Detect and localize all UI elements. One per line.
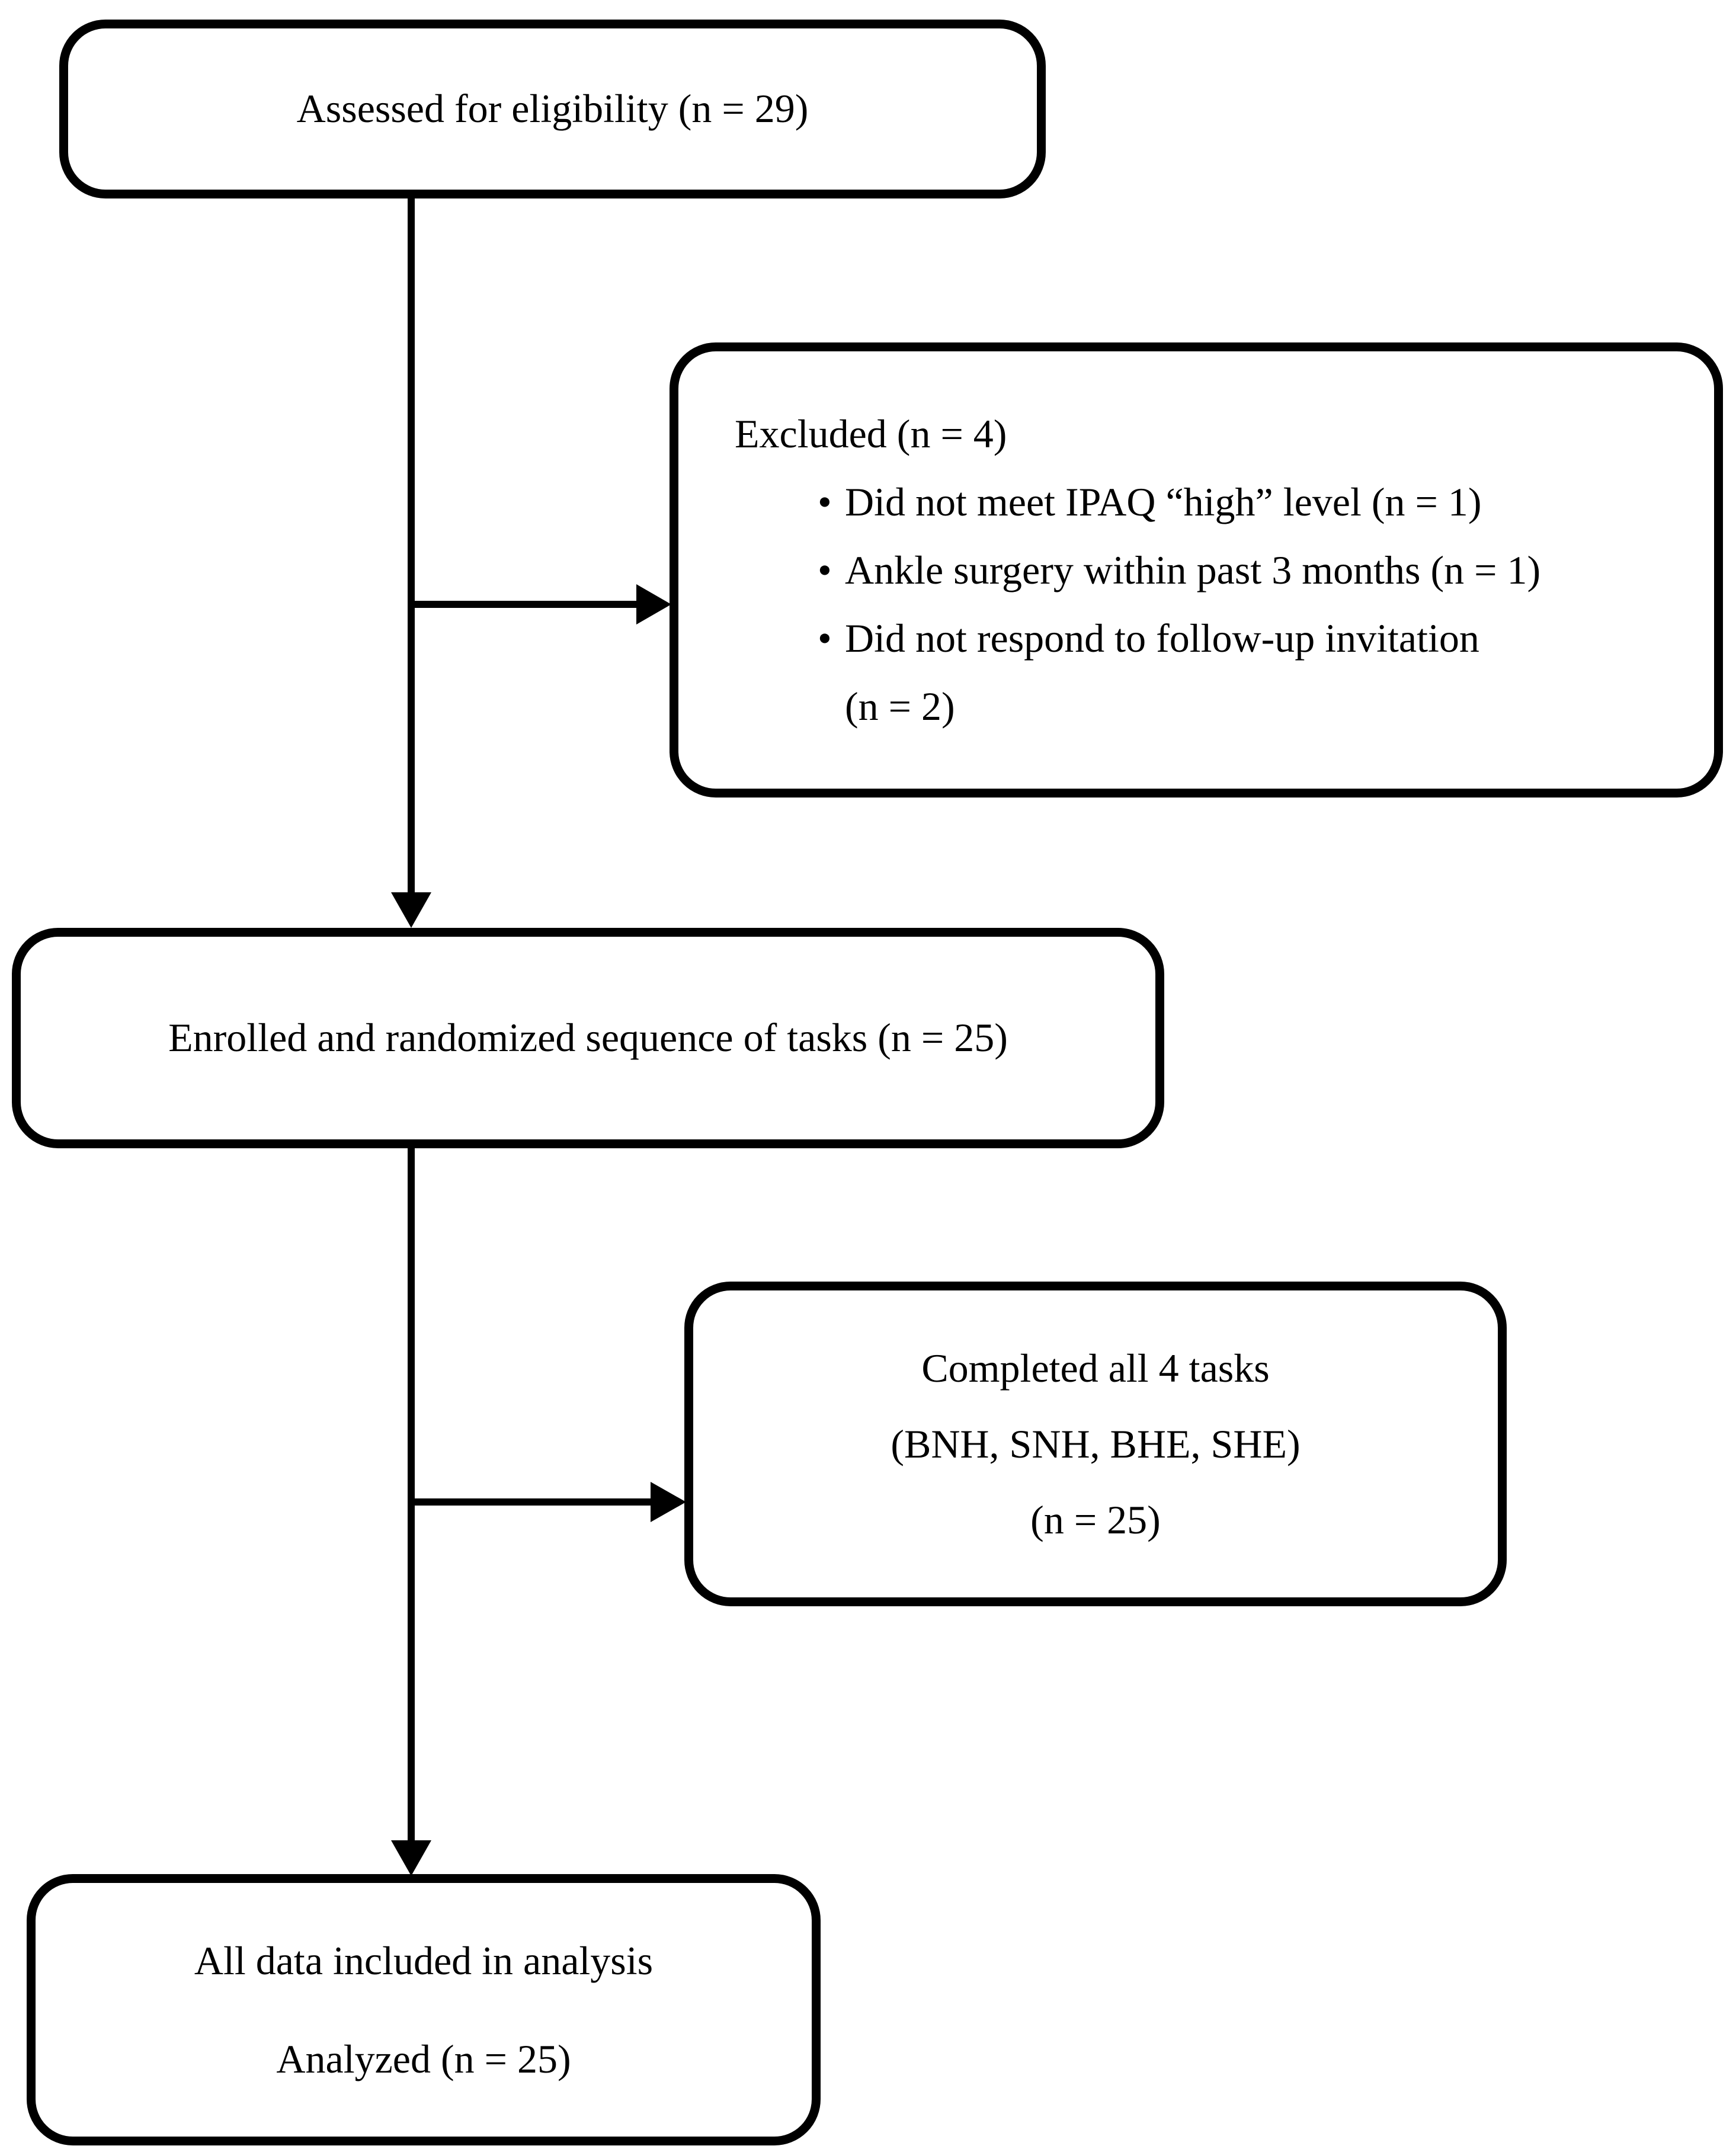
analyzed-line: All data included in analysis [194, 1938, 654, 1983]
excluded-bullet-item: • Ankle surgery within past 3 months (n … [818, 536, 1540, 604]
enrolled-text: Enrolled and randomized sequence of task… [168, 1015, 1008, 1061]
bullet-icon: • [818, 547, 832, 593]
assessed-text: Assessed for eligibility (n = 29) [296, 86, 809, 132]
analyzed-line: Analyzed (n = 25) [276, 2036, 571, 2081]
excluded-bullet-text: Did not respond to follow-up invitation … [845, 615, 1479, 729]
arrowhead-right-excluded [636, 584, 671, 624]
excluded-title: Excluded (n = 4) [735, 411, 1007, 456]
box-analyzed: All data included in analysis Analyzed (… [27, 1874, 821, 2145]
completed-line: (n = 25) [1030, 1497, 1161, 1542]
box-enrolled-randomized: Enrolled and randomized sequence of task… [12, 928, 1164, 1148]
completed-line: Completed all 4 tasks [921, 1346, 1270, 1391]
bullet-icon: • [818, 479, 832, 524]
excluded-bullet-item: • Did not meet IPAQ “high” level (n = 1) [818, 468, 1482, 536]
excluded-bullet-text: Ankle surgery within past 3 months (n = … [845, 547, 1541, 593]
box-excluded: Excluded (n = 4) • Did not meet IPAQ “hi… [670, 342, 1723, 798]
completed-line: (BNH, SNH, BHE, SHE) [891, 1421, 1301, 1466]
excluded-bullet-item: • Did not respond to follow-up invitatio… [818, 604, 1479, 741]
bullet-icon: • [818, 615, 832, 661]
box-assessed-eligibility: Assessed for eligibility (n = 29) [59, 20, 1046, 198]
arrowhead-down-analyzed [391, 1840, 431, 1876]
excluded-bullet-text: Did not meet IPAQ “high” level (n = 1) [845, 479, 1482, 524]
arrowhead-right-completed [651, 1482, 686, 1522]
arrowhead-down-enrolled [391, 892, 431, 928]
box-completed-tasks: Completed all 4 tasks (BNH, SNH, BHE, SH… [684, 1282, 1507, 1606]
